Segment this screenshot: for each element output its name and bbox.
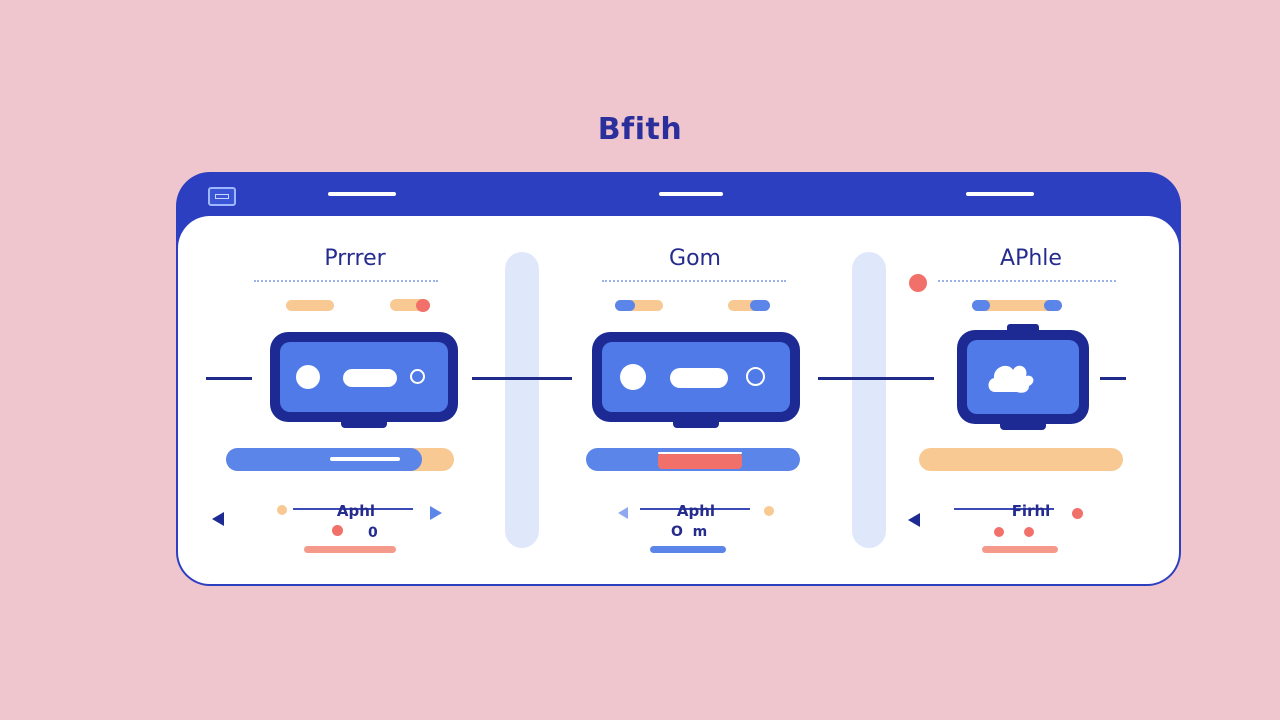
right-arrow-icon[interactable] bbox=[430, 506, 442, 520]
connector-line bbox=[818, 377, 934, 380]
label-rule bbox=[293, 508, 413, 510]
footer-bar bbox=[650, 546, 726, 553]
slider-track[interactable] bbox=[972, 300, 1062, 311]
footer-value: O m bbox=[671, 524, 708, 540]
window-content: Prrrer Aphl 0 bbox=[178, 216, 1179, 584]
device-stand bbox=[341, 420, 387, 428]
status-dot bbox=[909, 274, 927, 292]
device-monitor[interactable] bbox=[957, 324, 1089, 430]
device-stand bbox=[1000, 422, 1046, 430]
left-arrow-icon[interactable] bbox=[908, 513, 920, 527]
tag-pill[interactable] bbox=[615, 300, 663, 311]
footer-label: Aphl bbox=[676, 502, 716, 520]
toggle-ring bbox=[746, 367, 765, 386]
tag-pill[interactable] bbox=[286, 300, 334, 311]
footer-value: 0 bbox=[368, 525, 378, 541]
tag-pill[interactable] bbox=[728, 300, 770, 311]
footer-label: Aphl bbox=[336, 502, 376, 520]
tab-handle-3[interactable] bbox=[966, 192, 1034, 196]
connector-line bbox=[1100, 377, 1126, 380]
toggle-ring bbox=[410, 369, 425, 384]
toggle-knob bbox=[296, 365, 320, 389]
column-divider[interactable] bbox=[852, 252, 886, 548]
device-top-tab bbox=[1007, 324, 1039, 332]
page-title: Bfith bbox=[597, 112, 683, 147]
tag-pill-accent bbox=[750, 300, 770, 311]
toggle-bar bbox=[343, 369, 397, 387]
left-arrow-icon[interactable] bbox=[212, 512, 224, 526]
dotted-divider bbox=[254, 280, 438, 282]
progress-bar[interactable] bbox=[919, 448, 1123, 471]
dotted-divider bbox=[938, 280, 1116, 282]
cloud-icon bbox=[988, 365, 1034, 393]
footer-label: Firhl bbox=[1011, 502, 1051, 520]
progress-marker bbox=[658, 452, 742, 454]
progress-fill bbox=[226, 448, 422, 471]
label-rule bbox=[954, 508, 1054, 510]
toggle-bar bbox=[670, 368, 728, 388]
dotted-divider bbox=[602, 280, 786, 282]
footer-bar bbox=[304, 546, 396, 553]
device-monitor[interactable] bbox=[592, 332, 800, 428]
left-arrow-icon[interactable] bbox=[618, 507, 628, 519]
column-divider[interactable] bbox=[505, 252, 539, 548]
status-dot bbox=[277, 505, 287, 515]
connector-line bbox=[472, 377, 572, 380]
panel-title: Prrrer bbox=[324, 246, 386, 271]
device-monitor[interactable] bbox=[270, 332, 458, 428]
slider-thumb[interactable] bbox=[972, 300, 990, 311]
window-icon[interactable] bbox=[208, 187, 236, 206]
connector-line bbox=[206, 377, 252, 380]
status-dot bbox=[332, 525, 343, 536]
status-dot bbox=[994, 527, 1004, 537]
progress-fill bbox=[658, 453, 742, 469]
panel-title: Gom bbox=[669, 246, 721, 271]
status-dot bbox=[1024, 527, 1034, 537]
device-stand bbox=[673, 420, 719, 428]
status-dot bbox=[1072, 508, 1083, 519]
label-rule bbox=[640, 508, 750, 510]
status-dot bbox=[416, 299, 430, 312]
tag-pill-accent bbox=[615, 300, 635, 311]
slider-thumb[interactable] bbox=[1044, 300, 1062, 311]
panel-title: APhle bbox=[1000, 246, 1062, 271]
status-dot bbox=[764, 506, 774, 516]
app-window: Prrrer Aphl 0 bbox=[176, 172, 1181, 586]
toggle-knob bbox=[620, 364, 646, 390]
tab-handle-2[interactable] bbox=[659, 192, 723, 196]
tab-handle-1[interactable] bbox=[328, 192, 396, 196]
window-titlebar bbox=[176, 172, 1181, 218]
progress-marker bbox=[330, 457, 400, 461]
footer-bar bbox=[982, 546, 1058, 553]
